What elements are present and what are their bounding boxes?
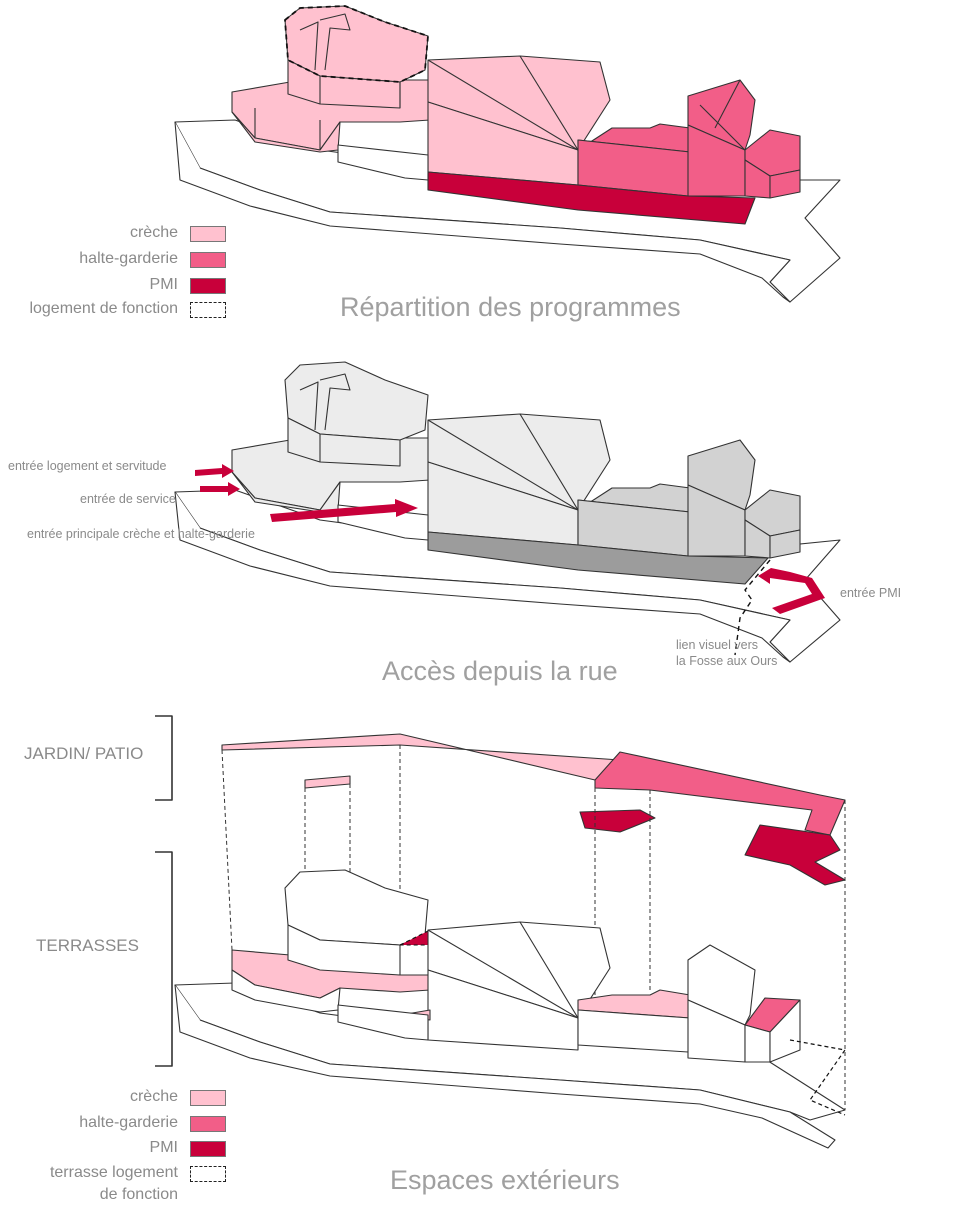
label-entree-pmi: entrée PMI	[840, 586, 902, 600]
arrow-service	[200, 482, 240, 496]
legend-label-pmi: PMI	[149, 276, 178, 293]
legend3-label-terrasse-2: de fonction	[99, 1186, 178, 1203]
grey-base-band	[427, 531, 769, 585]
diagram-espaces	[155, 715, 846, 1149]
legend-label-creche: crèche	[129, 224, 178, 241]
ground-plate-edge	[174, 121, 791, 303]
jardin-creche	[221, 733, 621, 781]
arrow-logement	[195, 464, 234, 478]
diagram-acces	[174, 361, 841, 663]
legend-swatch-pmi	[190, 278, 226, 294]
legend3-label-terrasse-1: terrasse logement	[49, 1164, 178, 1181]
side-label-terrasses: TERRASSES	[36, 936, 139, 955]
arrow-principale	[270, 499, 418, 522]
legend-swatch-halte	[190, 252, 226, 268]
bracket-jardin	[155, 715, 173, 801]
legend3-swatch-terrasse	[190, 1166, 226, 1182]
legend-swatch-creche	[190, 226, 226, 242]
diagram-repartition	[174, 5, 841, 303]
legend-swatch-logement	[190, 302, 226, 318]
arrow-pmi	[758, 568, 825, 614]
pmi-band	[427, 171, 756, 225]
visual-link-dashed	[734, 559, 771, 656]
label-entree-service: entrée de service	[80, 492, 176, 506]
terrasse-logement-dashed	[399, 929, 433, 946]
legend3-swatch-creche	[190, 1090, 226, 1106]
label-lien-visuel-1: lien visuel vers	[676, 638, 758, 652]
projection-lines	[221, 745, 846, 1110]
legend3-swatch-pmi	[190, 1141, 226, 1157]
section-title-repartition: Répartition des programmes	[340, 292, 681, 322]
section-title-acces: Accès depuis la rue	[382, 656, 618, 686]
legend3-label-creche: crèche	[129, 1088, 178, 1105]
pmi-small-slab	[579, 809, 656, 833]
patio-creche-small	[304, 775, 351, 789]
label-entree-logement: entrée logement et servitude	[8, 459, 167, 473]
terrasse-logement-right-dashed	[789, 1039, 846, 1116]
section-title-espaces: Espaces extérieurs	[390, 1165, 620, 1195]
label-entree-principale: entrée principale crèche et halte-garder…	[27, 527, 255, 541]
label-lien-visuel-2: la Fosse aux Ours	[676, 654, 778, 668]
access-arrows	[195, 464, 825, 614]
jardin-halte	[594, 751, 846, 836]
legend-label-halte: halte-garderie	[79, 250, 178, 267]
legend3-swatch-halte	[190, 1116, 226, 1132]
bracket-terrasses	[155, 851, 173, 1067]
legend3-label-pmi: PMI	[149, 1139, 178, 1156]
legend-label-logement: logement de fonction	[29, 300, 178, 317]
side-label-jardin: JARDIN/ PATIO	[24, 744, 144, 763]
legend3-label-halte: halte-garderie	[79, 1114, 178, 1131]
